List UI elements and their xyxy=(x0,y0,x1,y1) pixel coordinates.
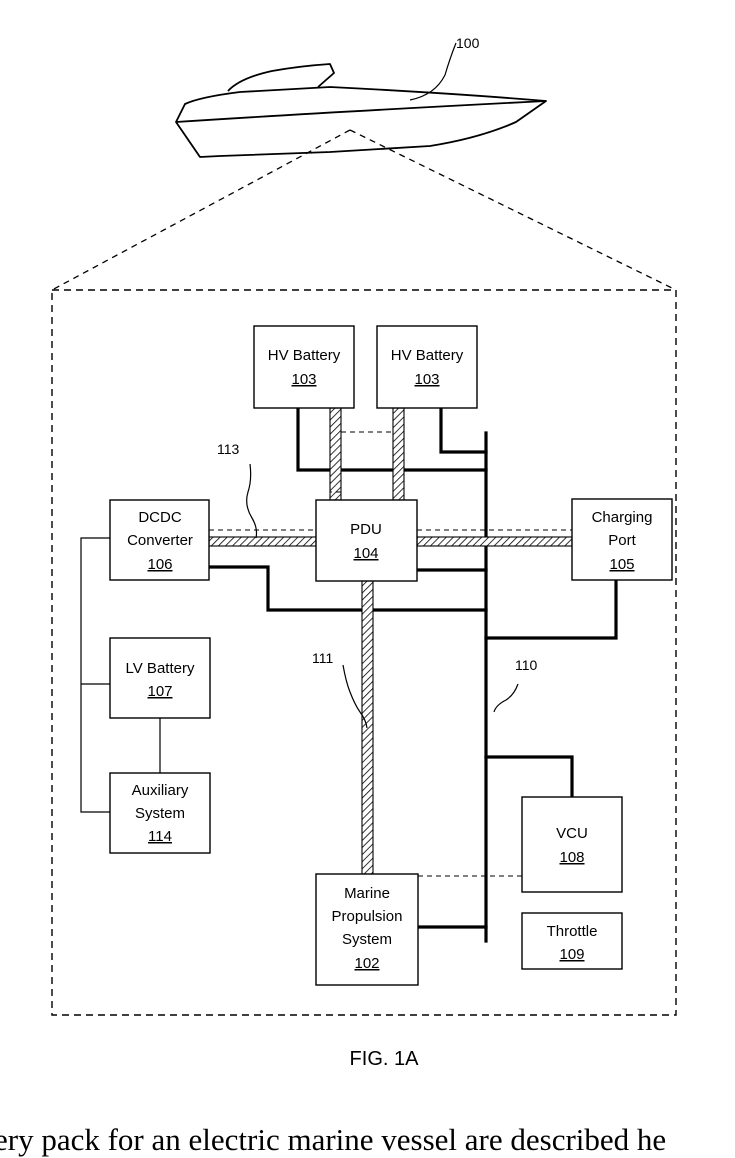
throttle-label: Throttle xyxy=(547,923,598,940)
hv-cable-dcdc-pdu xyxy=(209,537,316,546)
vessel-ref-label: 100 xyxy=(456,35,480,51)
hv-battery-1-ref: 103 xyxy=(291,371,316,388)
vcu-label: VCU xyxy=(556,825,588,842)
dcdc-label-line2: Converter xyxy=(127,532,193,549)
bus-110-ref: 110 xyxy=(515,657,538,673)
figure-label: FIG. 1A xyxy=(350,1048,420,1070)
hv-cable-battery1-pdu xyxy=(330,408,341,500)
hv-battery-2-box xyxy=(377,326,477,408)
auxiliary-label-line1: Auxiliary xyxy=(132,782,189,799)
page-body-text: ery pack for an electric marine vessel a… xyxy=(0,1118,735,1158)
boat-illustration xyxy=(176,64,546,157)
charging-port-label-line1: Charging xyxy=(592,509,653,526)
marine-propulsion-ref: 102 xyxy=(354,955,379,972)
cable-113-ref: 113 xyxy=(217,441,240,457)
page-body-text-line: ery pack for an electric marine vessel a… xyxy=(0,1122,666,1158)
hv-battery-2-label: HV Battery xyxy=(391,347,464,364)
auxiliary-label-line2: System xyxy=(135,805,185,822)
hv-cable-battery2-pdu xyxy=(393,408,404,500)
dcdc-label-line1: DCDC xyxy=(138,509,181,526)
charging-port-label-line2: Port xyxy=(608,532,636,549)
leader-113 xyxy=(247,464,257,538)
dcdc-ref: 106 xyxy=(147,556,172,573)
hv-cable-pdu-charging xyxy=(417,537,572,546)
marine-propulsion-label-line1: Marine xyxy=(344,885,390,902)
hv-battery-1-label: HV Battery xyxy=(268,347,341,364)
hv-battery-1-box xyxy=(254,326,354,408)
hv-cables xyxy=(209,408,572,874)
leader-110 xyxy=(494,684,518,712)
pdu-label: PDU xyxy=(350,521,382,538)
pdu-box xyxy=(316,500,417,581)
marine-propulsion-label-line3: System xyxy=(342,931,392,948)
auxiliary-ref: 114 xyxy=(148,828,172,845)
cable-111-ref: 111 xyxy=(312,650,333,666)
component-boxes xyxy=(110,326,672,985)
throttle-ref: 109 xyxy=(559,946,584,963)
dashed-signal-lines xyxy=(209,432,572,876)
lv-battery-label: LV Battery xyxy=(126,660,195,677)
hv-battery-2-ref: 103 xyxy=(414,371,439,388)
vcu-box xyxy=(522,797,622,892)
marine-propulsion-label-line2: Propulsion xyxy=(332,908,403,925)
lv-battery-ref: 107 xyxy=(147,683,172,700)
zoom-lines xyxy=(52,130,676,290)
pdu-ref: 104 xyxy=(353,545,378,562)
lv-battery-box xyxy=(110,638,210,718)
charging-port-ref: 105 xyxy=(609,556,634,573)
vcu-ref: 108 xyxy=(559,849,584,866)
